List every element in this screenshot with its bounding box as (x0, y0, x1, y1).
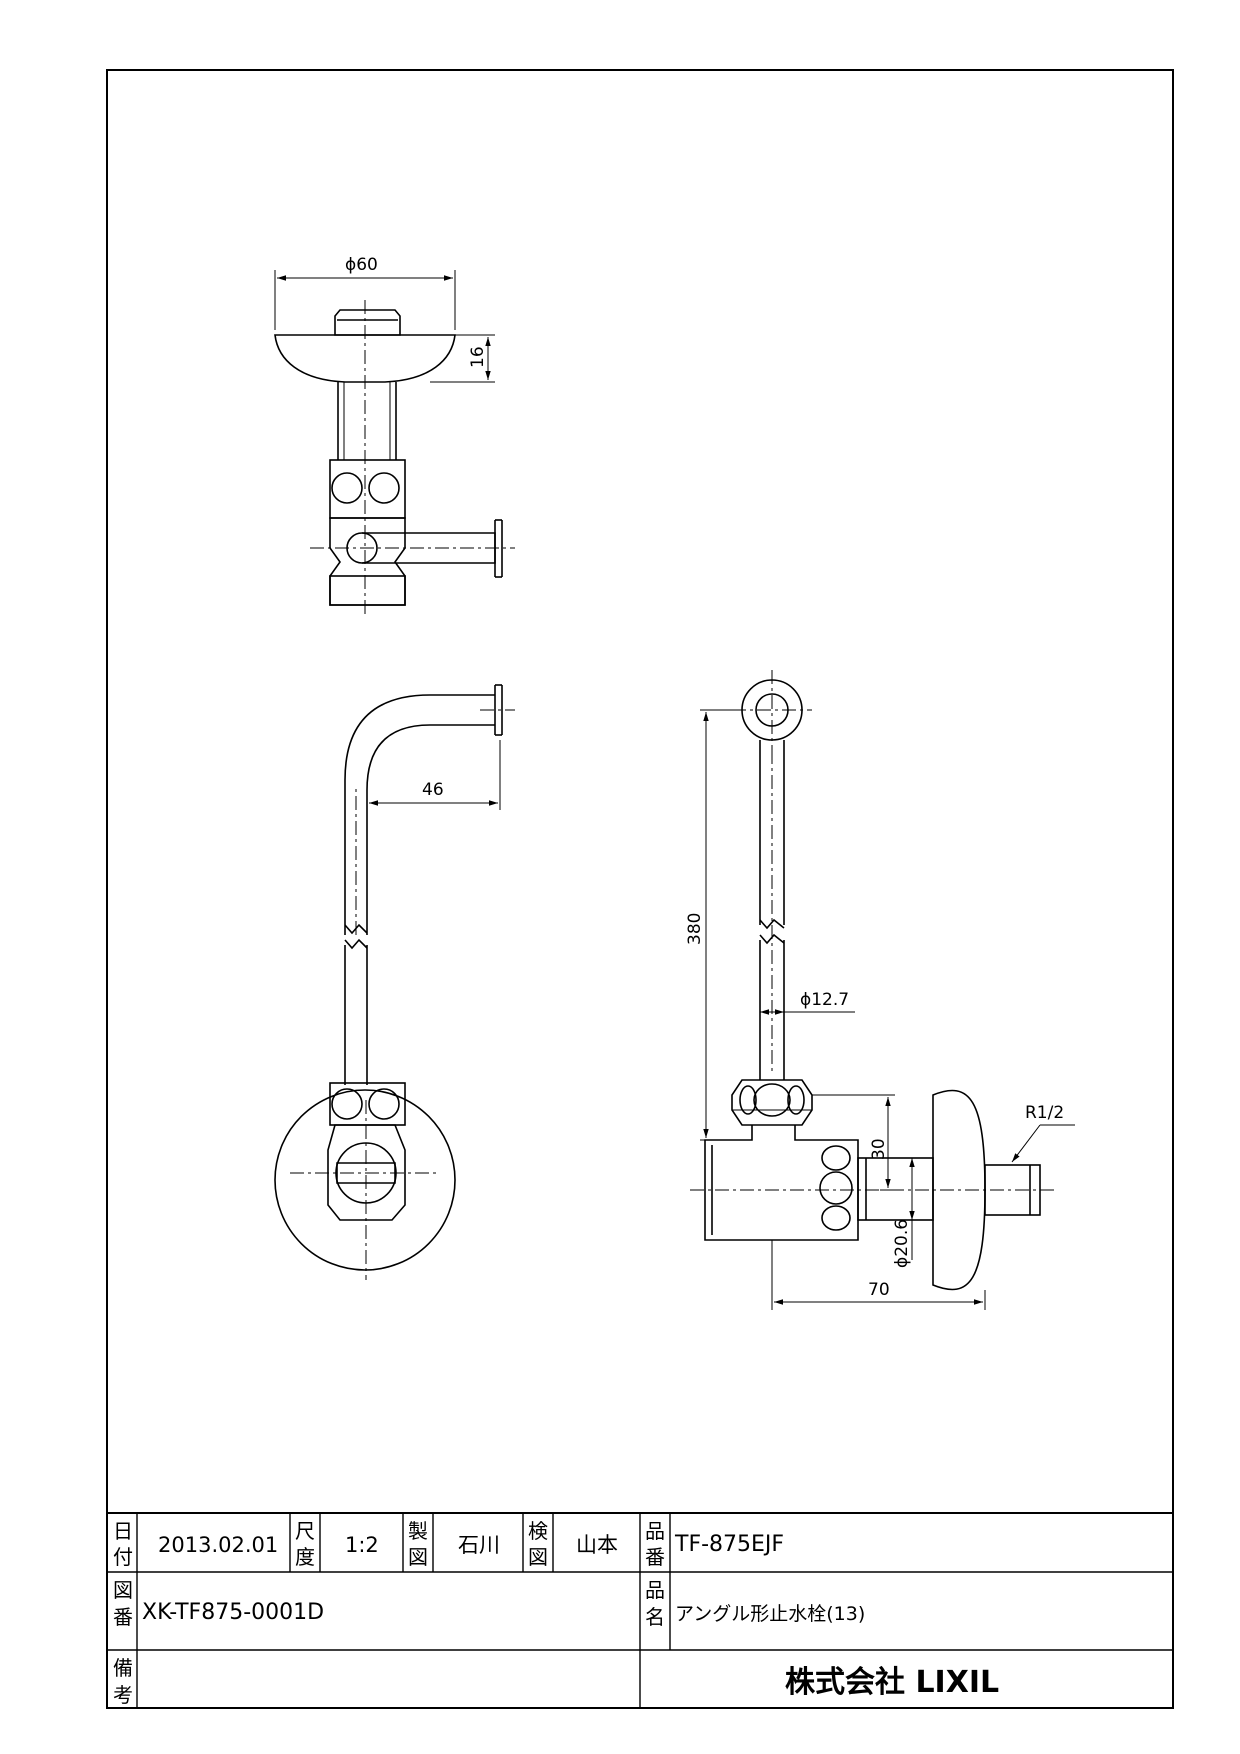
sheet-border (106, 69, 1174, 1709)
dim-top-diameter: ϕ60 (345, 255, 378, 275)
dim-body-diameter: ϕ20.6 (892, 1219, 912, 1268)
product-name-label-2: 名 (645, 1605, 665, 1629)
drawn-label-2: 図 (408, 1545, 428, 1569)
remarks-label-1: 備 (113, 1656, 133, 1680)
scale-label-2: 度 (295, 1545, 315, 1569)
part-no-label-1: 品 (645, 1519, 665, 1543)
title-block (107, 1512, 1173, 1708)
drawn-label-1: 製 (408, 1519, 428, 1543)
dim-side-length: 380 (685, 913, 705, 945)
checked-by: 山本 (576, 1533, 618, 1557)
drawing-no: XK-TF875-0001D (142, 1600, 324, 1625)
part-no-label-2: 番 (645, 1545, 665, 1569)
drawn-by: 石川 (458, 1533, 500, 1557)
checked-label-1: 検 (528, 1519, 548, 1543)
company-logo: 株式会社 LIXIL (785, 1665, 999, 1700)
part-no: TF-875EJF (674, 1532, 784, 1557)
drawing-no-label-1: 図 (113, 1578, 133, 1602)
dim-front-offset: 46 (422, 780, 444, 800)
dim-pipe-diameter: ϕ12.7 (800, 990, 849, 1010)
checked-label-2: 図 (528, 1545, 548, 1569)
scale-label-1: 尺 (295, 1519, 315, 1543)
front-view (274, 684, 515, 1280)
scale-value: 1:2 (345, 1533, 379, 1557)
dim-side-height: 30 (869, 1138, 889, 1160)
dim-top-height: 16 (468, 346, 488, 368)
remarks-label-2: 考 (113, 1683, 133, 1707)
dim-thread: R1/2 (1025, 1103, 1064, 1123)
product-name: アングル形止水栓(13) (675, 1603, 865, 1625)
date-label-1: 日 (113, 1519, 133, 1543)
date-value: 2013.02.01 (158, 1533, 278, 1557)
side-view (690, 670, 1075, 1310)
top-view (274, 270, 515, 615)
date-label-2: 付 (113, 1545, 133, 1569)
drawing-no-label-2: 番 (113, 1605, 133, 1629)
dim-side-depth: 70 (868, 1280, 890, 1300)
product-name-label-1: 品 (645, 1578, 665, 1602)
